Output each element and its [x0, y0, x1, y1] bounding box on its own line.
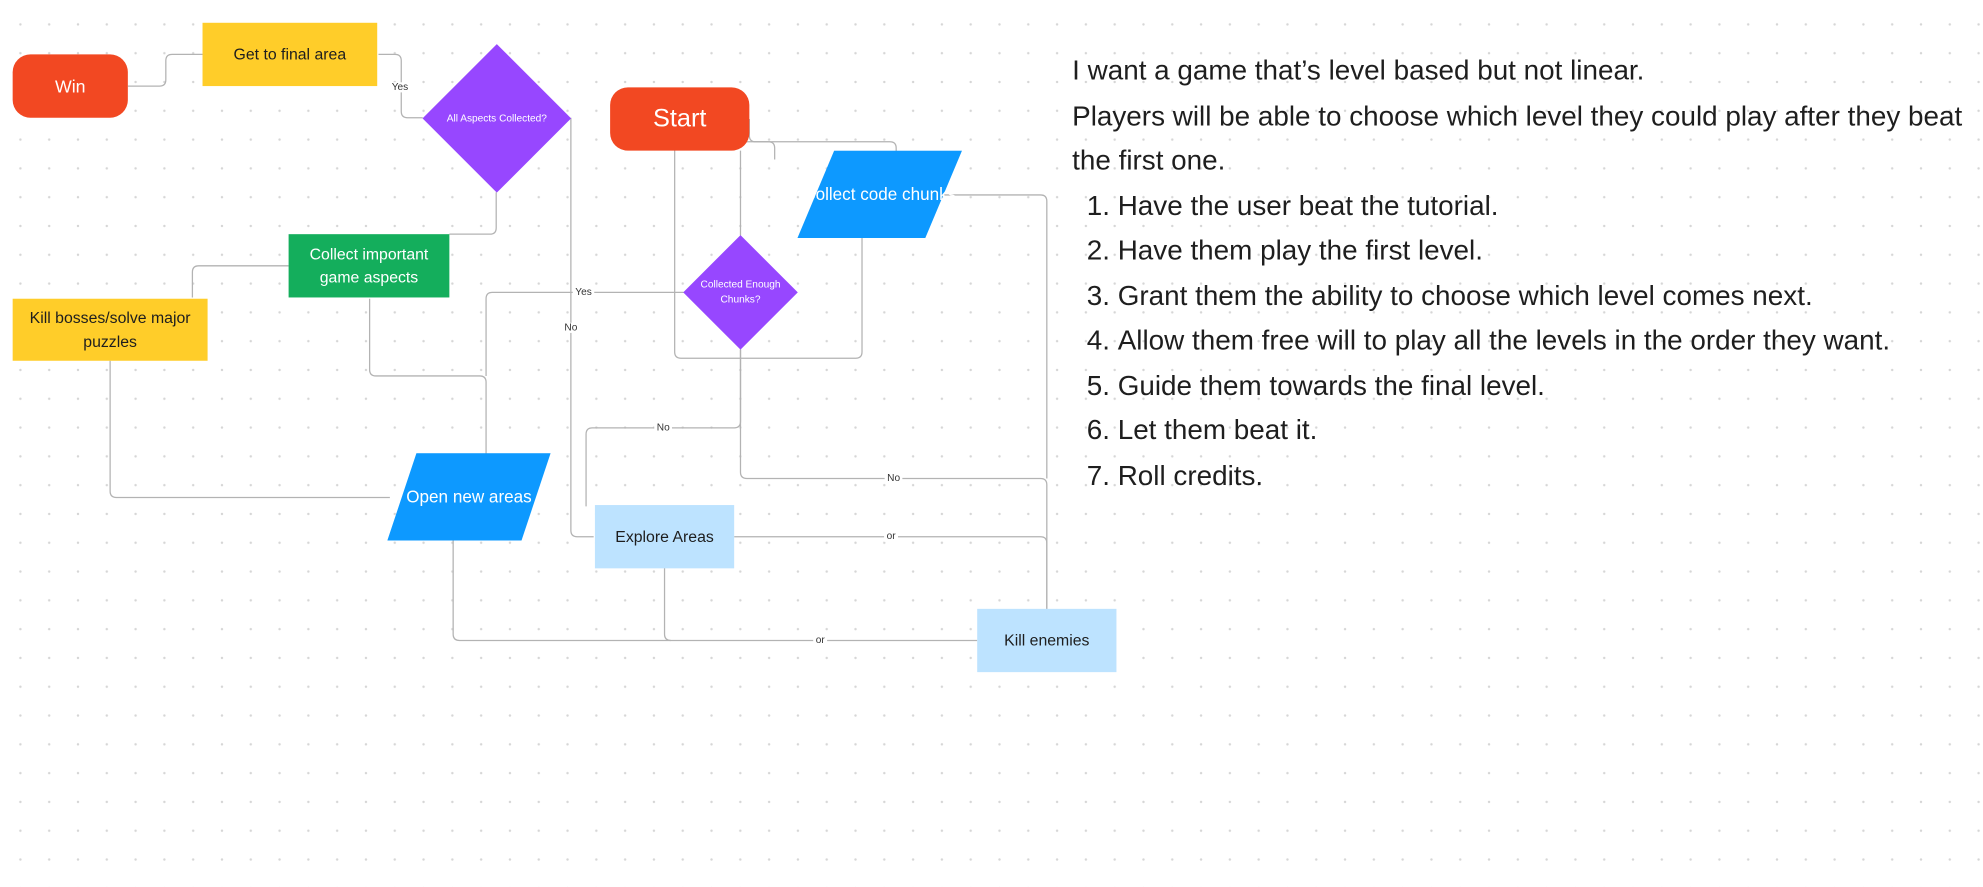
edge-label-no: No	[561, 322, 580, 333]
steps-list: Have the user beat the tutorial. Have th…	[1072, 183, 1983, 498]
kill-enemies-label: Kill enemies	[1004, 631, 1090, 650]
final-area-node[interactable]: Get to final area	[202, 22, 378, 87]
start-node[interactable]: Start	[610, 87, 750, 151]
open-areas-node[interactable]	[387, 453, 551, 541]
enough-chunks-line: Collected	[700, 278, 743, 290]
explore-areas-node[interactable]: Explore Areas	[594, 505, 735, 569]
connector-aspects-no	[570, 117, 594, 538]
connector-chunks-loop	[674, 141, 863, 359]
notes-line: Players will be able to choose which lev…	[1072, 99, 1963, 176]
step-item: Let them beat it.	[1118, 408, 1983, 453]
collect-chunks-line: chunks	[902, 184, 957, 204]
all-aspects-line: All Aspects	[446, 112, 497, 124]
kill-enemies-node[interactable]: Kill enemies	[977, 608, 1117, 673]
notes-line: I want a game that’s level based but not…	[1072, 54, 1645, 87]
connector-collect-to-open	[368, 298, 487, 456]
all-aspects-text: All Aspects Collected?	[444, 66, 549, 171]
collect-aspects-line: Collect important	[309, 245, 429, 264]
open-areas-line: Open new	[406, 486, 485, 506]
open-areas-text: Open new areas	[387, 453, 550, 540]
step-item: Have the user beat the tutorial.	[1118, 183, 1983, 228]
kill-bosses-line: puzzles	[83, 332, 137, 350]
step-item: Guide them towards the final level.	[1118, 363, 1983, 408]
edge-label-yes: Yes	[389, 82, 411, 93]
connector-collect-to-enemies	[944, 194, 1048, 479]
start-label: Start	[652, 104, 707, 133]
explore-areas-label: Explore Areas	[615, 527, 714, 546]
collect-chunks-line: Collect	[803, 184, 856, 204]
all-aspects-line: Collected?	[499, 112, 547, 124]
collect-chunks-node[interactable]	[797, 150, 963, 238]
win-node[interactable]: Win	[12, 54, 128, 118]
enough-chunks-text: Collected Enough Chunks?	[700, 252, 781, 333]
edge-label-no: No	[884, 473, 903, 484]
open-areas-line: areas	[488, 486, 532, 506]
connectors	[109, 53, 1048, 642]
connector-start-to-collect	[748, 118, 897, 152]
connector-collect-to-aspects	[449, 192, 497, 235]
edge-label-or: or	[884, 531, 899, 542]
connector-collect-to-bosses	[191, 265, 289, 298]
connector-open-to-bosses	[109, 360, 390, 499]
edge-label-no: No	[654, 422, 673, 433]
enough-chunks-line: Enough	[745, 278, 781, 290]
step-item: Roll credits.	[1118, 453, 1983, 498]
connector-explore-to-bottom	[663, 567, 671, 642]
collect-aspects-node[interactable]: Collect important game aspects	[288, 234, 450, 298]
notes-text: I want a game that’s level based but not…	[1072, 48, 1983, 497]
enough-chunks-line: Chunks?	[720, 293, 761, 306]
connector-open-to-bottom	[452, 540, 978, 642]
collect-chunks-text: Collect code chunks	[797, 151, 962, 238]
step-item: Allow them free will to play all the lev…	[1118, 318, 1983, 363]
connector-enemies-to-explore	[734, 536, 1048, 609]
kill-bosses-node[interactable]: Kill bosses/solve major puzzles	[12, 298, 208, 361]
step-item: Have them play the first level.	[1118, 228, 1983, 273]
final-area-label: Get to final area	[233, 45, 347, 64]
connector-final-to-win	[127, 53, 203, 87]
collect-aspects-line: game aspects	[319, 268, 419, 287]
kill-bosses-line: Kill bosses/solve major	[29, 309, 191, 328]
step-item: Grant them the ability to choose which l…	[1118, 273, 1983, 318]
collect-chunks-line: code	[860, 184, 898, 204]
win-label: Win	[54, 75, 86, 97]
connector-chunks-yes	[485, 291, 684, 376]
edge-label-or: or	[813, 635, 828, 646]
edge-label-yes: Yes	[572, 287, 595, 298]
